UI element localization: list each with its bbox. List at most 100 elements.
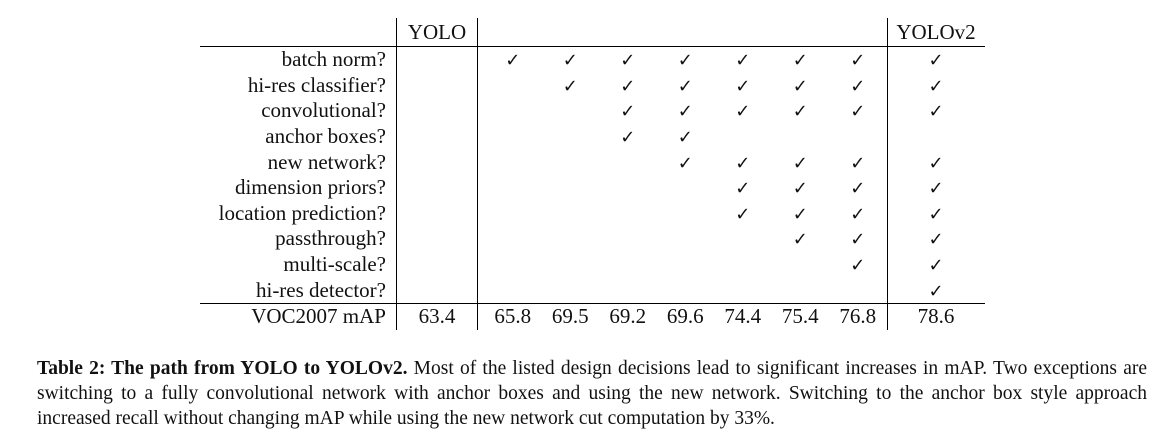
check-mark-icon: ✓ bbox=[928, 152, 944, 174]
step-cell bbox=[657, 201, 715, 227]
step-cell bbox=[657, 175, 715, 201]
step-cell bbox=[772, 277, 830, 303]
step-cell: ✓ bbox=[772, 98, 830, 124]
table-row: hi-res classifier?✓✓✓✓✓✓✓ bbox=[200, 72, 985, 99]
check-mark-icon: ✓ bbox=[850, 203, 866, 225]
step-cell: ✓ bbox=[772, 47, 830, 73]
check-mark-icon: ✓ bbox=[562, 50, 578, 72]
step-cell bbox=[478, 149, 542, 175]
step-cell: ✓ bbox=[829, 201, 887, 227]
map-step-value: 76.8 bbox=[829, 302, 887, 330]
check-mark-icon: ✓ bbox=[792, 101, 808, 123]
yolov2-cell: ✓ bbox=[886, 72, 985, 99]
yolo-cell bbox=[396, 72, 478, 99]
row-label: dimension priors? bbox=[234, 175, 386, 200]
step-cell bbox=[714, 226, 772, 252]
caption-lead: Table 2: The path from YOLO to YOLOv2. bbox=[37, 358, 408, 379]
check-mark-icon: ✓ bbox=[735, 101, 751, 123]
table-row: convolutional?✓✓✓✓✓✓ bbox=[200, 98, 985, 124]
step-cell bbox=[599, 226, 657, 252]
step-cell bbox=[599, 201, 657, 227]
step-cell bbox=[657, 252, 715, 278]
results-table-container: YOLO YOLOv2 batch norm?✓✓✓✓✓✓✓✓hi-res cl… bbox=[200, 18, 985, 330]
check-mark-icon: ✓ bbox=[928, 255, 944, 277]
step-cell: ✓ bbox=[714, 98, 772, 124]
table-row: anchor boxes?✓✓ bbox=[200, 123, 985, 150]
check-mark-icon: ✓ bbox=[735, 178, 751, 200]
step-cell: ✓ bbox=[657, 47, 715, 73]
check-mark-icon: ✓ bbox=[677, 152, 693, 174]
map-step-value: 65.8 bbox=[477, 302, 542, 330]
step-cell bbox=[478, 175, 542, 201]
step-cell: ✓ bbox=[829, 149, 887, 175]
check-mark-icon: ✓ bbox=[505, 50, 521, 72]
check-mark-icon: ✓ bbox=[735, 203, 751, 225]
step-cell bbox=[542, 226, 600, 252]
yolo-cell bbox=[396, 46, 478, 73]
step-cell: ✓ bbox=[657, 124, 715, 150]
check-mark-icon: ✓ bbox=[792, 203, 808, 225]
step-cell: ✓ bbox=[829, 98, 887, 124]
header-yolov2: YOLOv2 bbox=[886, 18, 985, 47]
yolov2-cell: ✓ bbox=[886, 277, 985, 304]
row-label: passthrough? bbox=[275, 226, 386, 251]
step-cell bbox=[542, 175, 600, 201]
map-row-label: VOC2007 mAP bbox=[200, 302, 397, 330]
step-cell bbox=[657, 226, 715, 252]
step-cell: ✓ bbox=[657, 98, 715, 124]
step-cell: ✓ bbox=[714, 47, 772, 73]
table-row: hi-res detector?✓ bbox=[200, 277, 985, 304]
table-row: multi-scale? ✓ ✓ bbox=[200, 251, 985, 278]
row-label: location prediction? bbox=[218, 200, 386, 225]
step-cell bbox=[829, 124, 887, 150]
step-cell bbox=[714, 277, 772, 303]
step-cell bbox=[542, 98, 600, 124]
step-cell bbox=[478, 226, 542, 252]
step-cell bbox=[829, 277, 887, 303]
check-mark-icon: ✓ bbox=[677, 101, 693, 123]
row-label: multi-scale? bbox=[283, 252, 386, 277]
check-mark-icon: ✓ bbox=[850, 152, 866, 174]
yolo-cell bbox=[396, 251, 478, 278]
step-cell bbox=[478, 98, 542, 124]
yolov2-cell bbox=[886, 123, 985, 150]
step-cell: ✓ bbox=[714, 175, 772, 201]
step-cell: ✓ bbox=[829, 73, 887, 99]
step-cell bbox=[714, 252, 772, 278]
step-cell bbox=[478, 252, 542, 278]
yolo-cell bbox=[396, 200, 478, 227]
check-mark-icon: ✓ bbox=[850, 229, 866, 251]
check-mark-icon: ✓ bbox=[620, 127, 636, 149]
yolov2-cell: ✓ bbox=[886, 174, 985, 201]
check-mark-icon: ✓ bbox=[928, 229, 944, 251]
table-row: batch norm?✓✓✓✓✓✓✓✓ bbox=[200, 46, 985, 73]
step-cell: ✓ bbox=[714, 201, 772, 227]
step-cell bbox=[478, 73, 542, 99]
yolo-path-table: YOLO YOLOv2 batch norm?✓✓✓✓✓✓✓✓hi-res cl… bbox=[200, 18, 985, 330]
step-cell: ✓ bbox=[657, 149, 715, 175]
check-mark-icon: ✓ bbox=[792, 229, 808, 251]
yolo-cell bbox=[396, 277, 478, 304]
check-mark-icon: ✓ bbox=[928, 75, 944, 97]
step-cell: ✓ bbox=[829, 226, 887, 252]
check-mark-icon: ✓ bbox=[562, 75, 578, 97]
step-cell: ✓ bbox=[542, 73, 600, 99]
check-mark-icon: ✓ bbox=[850, 255, 866, 277]
step-cell: ✓ bbox=[772, 175, 830, 201]
step-cell: ✓ bbox=[772, 149, 830, 175]
table-header-row: YOLO YOLOv2 bbox=[200, 18, 985, 47]
yolov2-cell: ✓ bbox=[886, 251, 985, 278]
step-cell bbox=[599, 175, 657, 201]
yolo-cell bbox=[396, 149, 478, 175]
step-cell bbox=[542, 124, 600, 150]
check-mark-icon: ✓ bbox=[850, 75, 866, 97]
step-cell bbox=[599, 277, 657, 303]
check-mark-icon: ✓ bbox=[677, 75, 693, 97]
step-cell: ✓ bbox=[599, 47, 657, 73]
step-cell: ✓ bbox=[829, 252, 887, 278]
step-cell bbox=[478, 201, 542, 227]
step-cell bbox=[478, 124, 542, 150]
check-mark-icon: ✓ bbox=[677, 50, 693, 72]
step-cell: ✓ bbox=[772, 226, 830, 252]
step-cell: ✓ bbox=[599, 98, 657, 124]
